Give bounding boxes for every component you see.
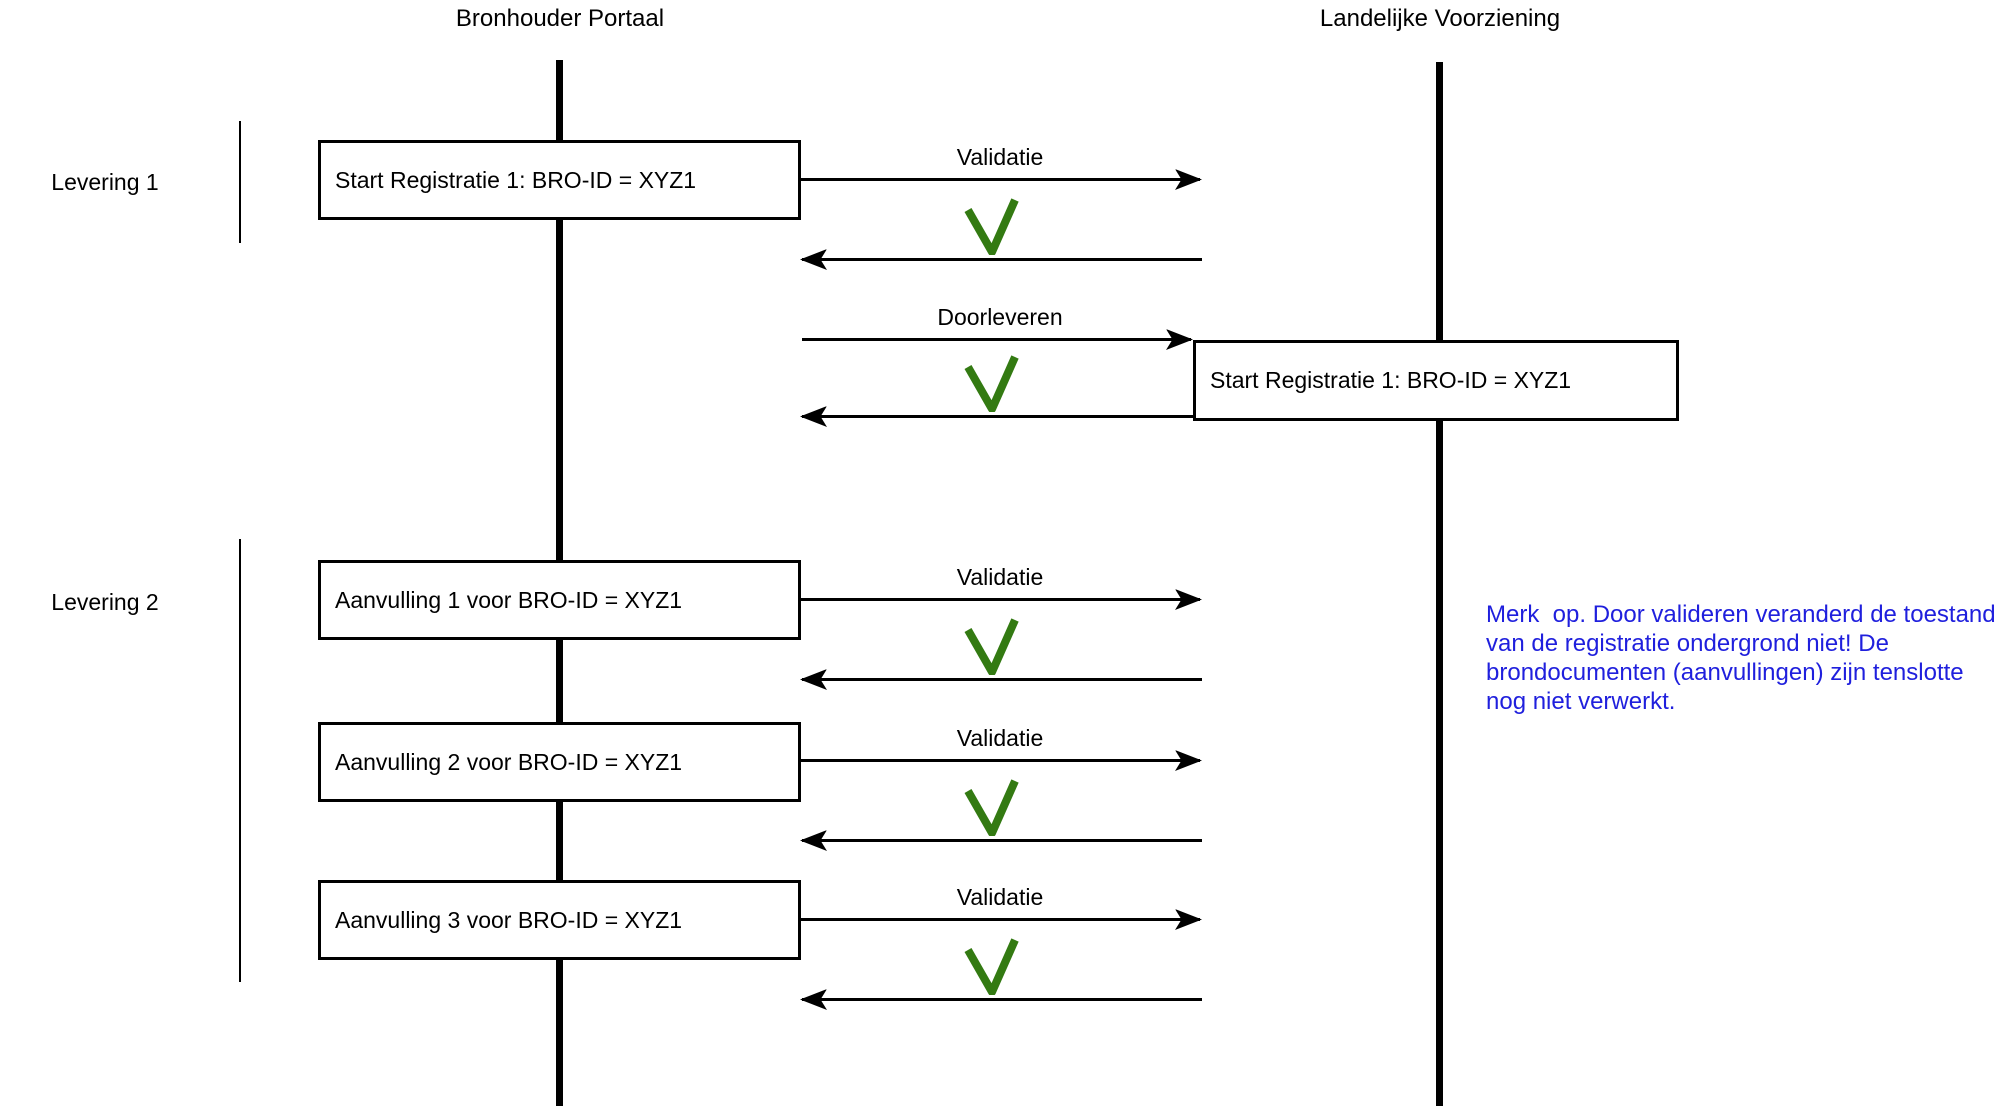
box-start-registratie-landelijk: Start Registratie 1: BRO-ID = XYZ1 xyxy=(1193,340,1679,421)
note-text: Merk op. Door valideren veranderd de toe… xyxy=(1486,600,2002,716)
validation-check-icon-2 xyxy=(964,354,1020,412)
message-label-validatie-2: Validatie xyxy=(956,564,1044,590)
box-aanvulling-2-label: Aanvulling 2 voor BRO-ID = XYZ1 xyxy=(335,748,683,775)
group-bracket-levering-1 xyxy=(239,121,241,243)
arrow-validatie-request-1 xyxy=(801,178,1200,181)
note-line-4: nog niet verwerkt. xyxy=(1486,688,1676,715)
arrow-validatie-response-1 xyxy=(802,258,1202,261)
box-aanvulling-3: Aanvulling 3 voor BRO-ID = XYZ1 xyxy=(318,880,801,960)
validation-check-icon-5 xyxy=(964,937,1020,995)
arrow-validatie-request-2 xyxy=(801,598,1200,601)
message-label-validatie-4: Validatie xyxy=(956,884,1044,910)
validation-check-icon-1 xyxy=(964,197,1020,255)
box-start-registratie-bronhouder: Start Registratie 1: BRO-ID = XYZ1 xyxy=(318,140,801,220)
validation-check-icon-4 xyxy=(964,778,1020,836)
lifeline-landelijke-voorziening xyxy=(1436,62,1443,1106)
actor-title-bronhouder-portaal: Bronhouder Portaal xyxy=(455,5,665,32)
box-start-registratie-bronhouder-label: Start Registratie 1: BRO-ID = XYZ1 xyxy=(335,166,697,193)
note-line-2: van de registratie ondergrond niet! De xyxy=(1486,630,1889,657)
validation-check-icon-3 xyxy=(964,617,1020,675)
message-label-doorleveren: Doorleveren xyxy=(937,304,1063,330)
message-label-validatie-3: Validatie xyxy=(956,725,1044,751)
group-label-levering-2: Levering 2 xyxy=(51,589,159,615)
box-start-registratie-landelijk-label: Start Registratie 1: BRO-ID = XYZ1 xyxy=(1210,367,1572,393)
arrow-validatie-response-2 xyxy=(802,678,1202,681)
arrow-validatie-response-4 xyxy=(802,998,1202,1001)
group-label-levering-1: Levering 1 xyxy=(51,169,159,195)
message-label-validatie-1: Validatie xyxy=(956,144,1044,170)
arrow-doorleveren-request xyxy=(802,338,1191,341)
box-aanvulling-1: Aanvulling 1 voor BRO-ID = XYZ1 xyxy=(318,560,801,640)
note-line-1: Merk op. Door valideren veranderd de toe… xyxy=(1486,601,1996,628)
group-bracket-levering-2 xyxy=(239,539,241,982)
box-aanvulling-1-label: Aanvulling 1 voor BRO-ID = XYZ1 xyxy=(335,586,683,613)
actor-title-landelijke-voorziening: Landelijke Voorziening xyxy=(1319,5,1561,32)
arrow-validatie-request-4 xyxy=(801,918,1200,921)
box-aanvulling-3-label: Aanvulling 3 voor BRO-ID = XYZ1 xyxy=(335,906,683,933)
arrow-validatie-response-3 xyxy=(802,839,1202,842)
arrow-doorleveren-response xyxy=(802,415,1202,418)
note-line-3: brondocumenten (aanvullingen) zijn tensl… xyxy=(1486,659,1964,686)
arrow-validatie-request-3 xyxy=(801,759,1200,762)
box-aanvulling-2: Aanvulling 2 voor BRO-ID = XYZ1 xyxy=(318,722,801,802)
